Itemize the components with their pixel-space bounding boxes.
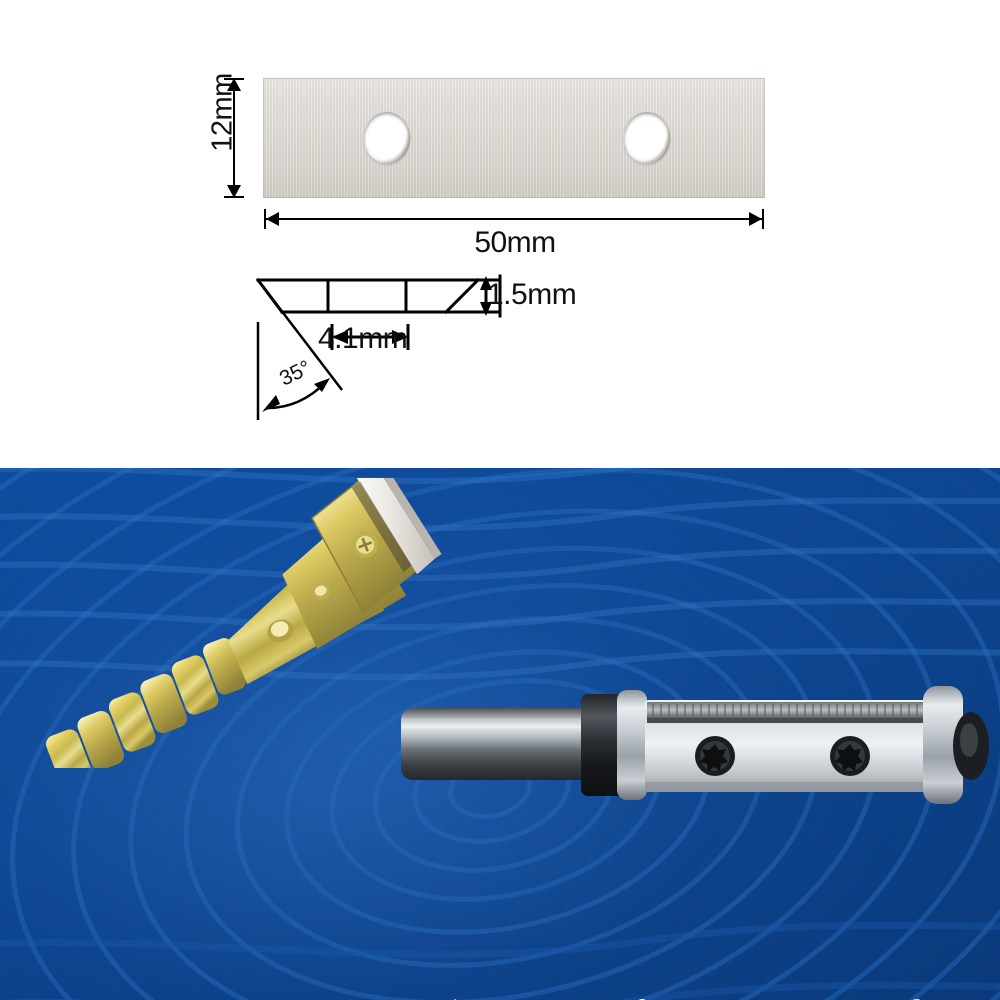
dim-15-arrow-down	[480, 302, 492, 316]
dimension-line-height	[233, 78, 235, 198]
flush-trim-router-bit	[401, 686, 989, 804]
zinc-plated-scraper-tool	[46, 478, 442, 768]
angle-arrow-end	[314, 378, 330, 392]
torx-screw-right	[830, 736, 870, 776]
dim-15-arrow-up	[480, 276, 492, 290]
dimension-cap-length-left	[264, 209, 266, 229]
dimension-label-height: 12mm	[206, 73, 239, 152]
dimension-arrow-height-up	[227, 78, 241, 91]
dim-41-arrow-right	[392, 330, 408, 344]
blade-mounting-hole-left	[364, 112, 410, 164]
section-right-bevel	[443, 277, 481, 315]
scraper-pointer-arrow	[453, 999, 456, 1000]
angle-bevel-extension	[257, 279, 343, 391]
blade-mounting-hole-right	[624, 112, 670, 164]
dimension-label-length: 50mm	[474, 226, 556, 259]
dimension-arrow-length-right	[749, 212, 762, 226]
torx-screw-left	[695, 736, 735, 776]
dim-41-arrow-left	[332, 330, 348, 344]
dimension-label-segment: 4.1mm	[318, 322, 408, 355]
specification-panel: 12mm 50mm	[0, 0, 1000, 468]
carbide-insert-blade-top-view	[263, 78, 765, 198]
application-photo-panel: Fit for our Scraper tools	[0, 468, 1000, 1000]
caption-scraper-tools: Fit for our Scraper tools	[582, 992, 938, 1000]
dimension-cap-length-right	[762, 209, 764, 229]
dimension-line-length	[266, 218, 762, 220]
dimension-arrow-length-left	[266, 212, 279, 226]
blade-cross-section-diagram	[255, 274, 502, 420]
dimension-arrow-height-down	[227, 185, 241, 198]
angle-arrow-start	[262, 395, 280, 412]
dimension-label-thickness: 1.5mm	[487, 278, 577, 311]
